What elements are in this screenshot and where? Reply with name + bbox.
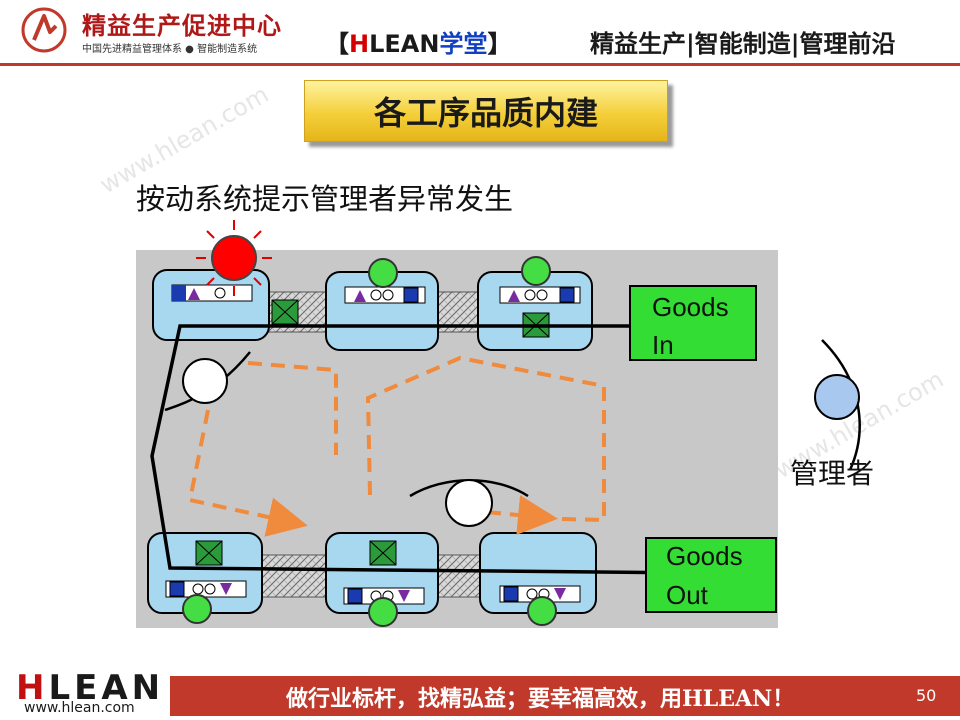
andon-signal-green-icon <box>368 258 398 288</box>
tool-strip <box>344 286 426 304</box>
brand-name: 精益生产促进中心 <box>82 12 282 40</box>
tool-strip <box>171 284 253 302</box>
wip-box <box>195 540 223 566</box>
academy-lean: LEAN <box>369 30 440 58</box>
footer-logo-rest: LEAN <box>48 668 165 708</box>
andon-signal-green-icon <box>527 596 557 626</box>
tool-strip <box>499 286 581 304</box>
manager-label: 管理者 <box>790 457 874 490</box>
goods-out-label: Out <box>666 580 709 610</box>
wip-box <box>271 299 299 325</box>
footer-bar <box>170 676 960 716</box>
footer-logo-h: H <box>16 668 49 708</box>
footer-url[interactable]: www.hlean.com <box>24 700 135 716</box>
page-subtitle: 按动系统提示管理者异常发生 <box>136 182 514 216</box>
andon-signal-green-icon <box>368 597 398 627</box>
header-divider <box>0 63 960 66</box>
footer-slogan: 做行业标杆，找精弘益；要幸福高效，用HLEAN！ <box>286 686 795 712</box>
page-title: 各工序品质内建 <box>304 80 668 142</box>
academy-h: H <box>349 30 370 58</box>
manager-icon <box>814 339 861 471</box>
header-tagline: 精益生产|智能制造|管理前沿 <box>590 30 896 58</box>
goods-in-box <box>629 285 757 361</box>
academy-bracket-close: 】 <box>487 30 512 58</box>
academy-bracket-open: 【 <box>325 30 349 58</box>
tool-strip <box>165 580 247 598</box>
material-flow-arrow <box>150 324 711 591</box>
andon-alarm-red-icon <box>196 220 272 296</box>
academy-school: 学堂 <box>439 30 488 58</box>
goods-in-label: In <box>652 330 674 360</box>
operator-walk-path <box>187 355 606 537</box>
goods-out-box <box>645 537 777 613</box>
brand-subtitle: 中国先进精益管理体系 ● 智能制造系统 <box>82 44 258 55</box>
conveyor <box>261 554 335 598</box>
goods-out-label: Goods <box>666 541 743 571</box>
andon-signal-green-icon <box>182 594 212 624</box>
andon-signal-green-icon <box>521 256 551 286</box>
page-number: 50 <box>916 686 937 705</box>
goods-in-label: Goods <box>652 292 729 322</box>
tool-strip <box>343 587 425 605</box>
wip-box <box>369 540 397 566</box>
operator-icon <box>164 351 251 412</box>
operator-icon <box>409 479 529 527</box>
footer-logo: HLEAN <box>16 668 164 708</box>
brand-logo-icon <box>21 7 67 53</box>
academy-label: 【HLEAN学堂】 <box>325 24 511 59</box>
